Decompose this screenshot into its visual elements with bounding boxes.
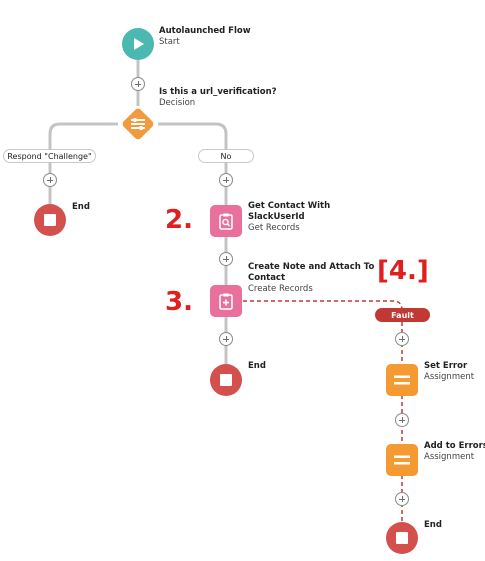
play-icon [134,38,144,50]
stop-icon [220,374,232,386]
decision-diamond-icon [122,108,154,140]
end-node-icon[interactable] [210,364,242,396]
start-node-icon[interactable] [122,28,154,60]
annotation-2: 2. [165,205,193,235]
annotation-3: 3. [165,287,193,317]
create-note-subtitle: Create Records [248,284,313,294]
equals-icon [394,455,410,465]
add-element-button[interactable] [395,413,409,427]
add-to-errors-title: Add to Errors [424,441,485,451]
end-right-text: End [424,520,442,530]
create-records-icon [219,293,233,310]
create-records-node-icon[interactable] [210,285,242,317]
get-contact-label: Get Contact With SlackUserId Get Records [248,201,330,234]
create-note-title-1: Create Note and Attach To [248,262,375,272]
create-note-label: Create Note and Attach To Contact Create… [248,262,374,295]
fault-path-label[interactable]: Fault [375,308,430,322]
set-error-label: Set Error Assignment [424,361,474,383]
add-element-button[interactable] [219,252,233,266]
add-element-button[interactable] [395,332,409,346]
assignment-node-icon[interactable] [386,444,418,476]
add-to-errors-label: Add to Errors Assignment [424,441,485,463]
start-subtitle: Start [159,37,180,47]
get-contact-title-2: SlackUserId [248,212,305,222]
annotation-4: [4.] [377,256,429,286]
add-element-button[interactable] [131,77,145,91]
end-middle-label: End [248,361,266,372]
end-node-icon[interactable] [34,204,66,236]
get-contact-subtitle: Get Records [248,223,300,233]
end-left-text: End [72,202,90,212]
add-element-button[interactable] [395,492,409,506]
branch-label-challenge[interactable]: Respond "Challenge" [3,149,96,163]
end-middle-text: End [248,361,266,371]
decision-subtitle: Decision [159,98,196,108]
assignment-node-icon[interactable] [386,364,418,396]
add-element-button[interactable] [219,173,233,187]
end-node-icon[interactable] [386,522,418,554]
search-records-icon [219,213,233,230]
add-to-errors-subtitle: Assignment [424,452,475,462]
end-right-label: End [424,520,442,531]
decision-node-label: Is this a url_verification? Decision [159,87,277,109]
add-element-button[interactable] [219,332,233,346]
equals-icon [394,375,410,385]
add-element-button[interactable] [43,173,57,187]
end-left-label: End [72,202,90,213]
set-error-title: Set Error [424,361,468,371]
start-title: Autolaunched Flow [159,26,251,36]
create-note-title-2: Contact [248,273,286,283]
decision-node-icon[interactable] [120,106,156,142]
branch-label-no[interactable]: No [198,149,254,163]
get-records-node-icon[interactable] [210,205,242,237]
start-node-label: Autolaunched Flow Start [159,26,251,48]
set-error-subtitle: Assignment [424,372,475,382]
stop-icon [44,214,56,226]
get-contact-title-1: Get Contact With [248,201,331,211]
stop-icon [396,532,408,544]
decision-title: Is this a url_verification? [159,87,277,97]
